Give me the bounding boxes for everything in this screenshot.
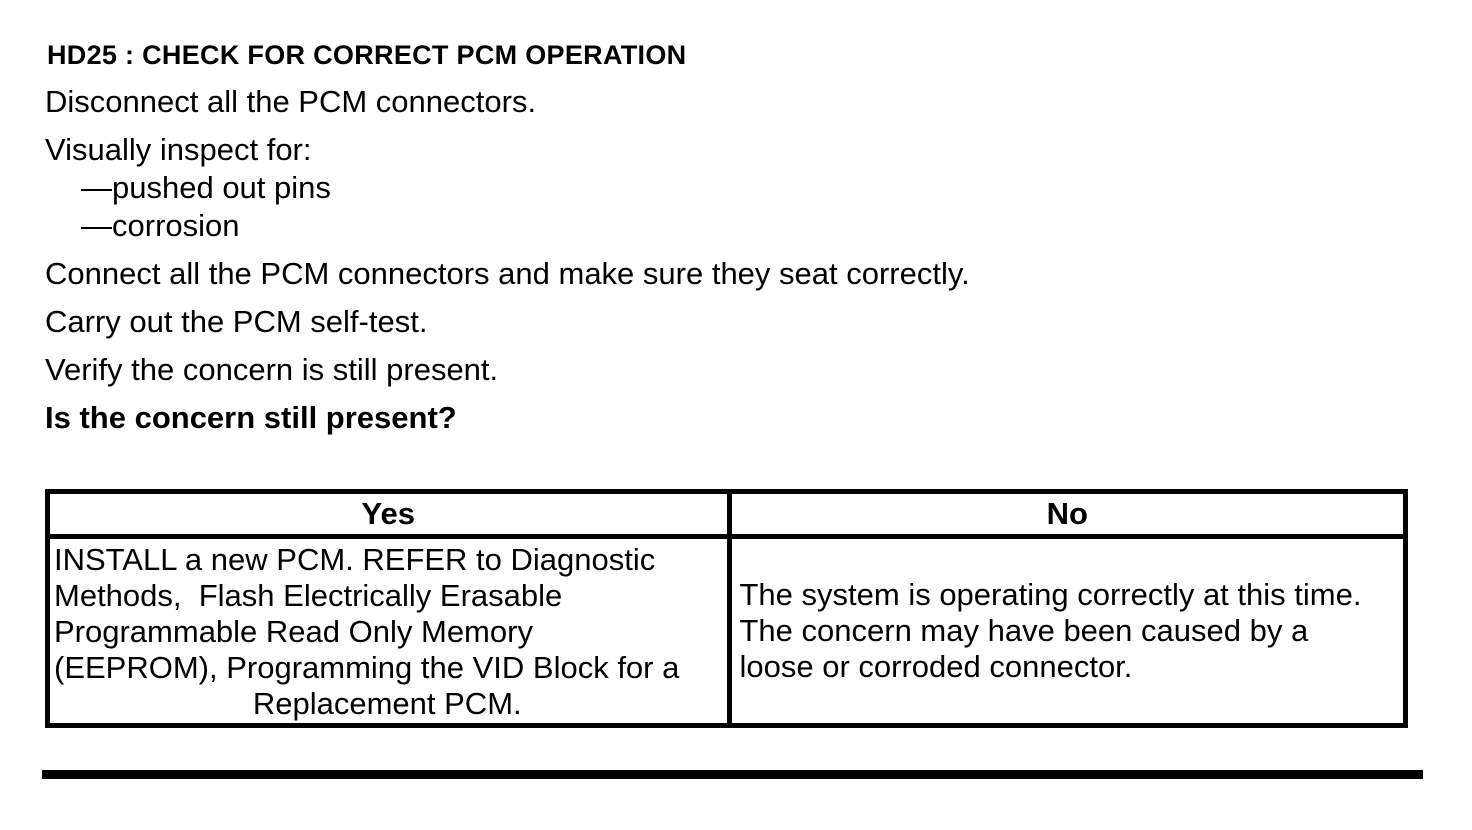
procedure-step-inspect: Visually inspect for: — [45, 132, 312, 167]
no-result-line: The system is operating correctly at thi… — [739, 577, 1362, 612]
results-table: Yes No INSTALL a new PCM. REFER to Diagn… — [45, 489, 1408, 728]
divider-rule — [42, 770, 1423, 779]
inspection-item-corrosion: —corrosion — [81, 208, 240, 243]
page-title: HD25 : CHECK FOR CORRECT PCM OPERATION — [47, 40, 687, 70]
procedure-step-verify: Verify the concern is still present. — [45, 352, 499, 387]
yes-header-cell: Yes — [361, 496, 415, 531]
question-text: Is the concern still present? — [45, 400, 457, 435]
yes-result-line: INSTALL a new PCM. REFER to Diagnostic — [54, 542, 656, 577]
yes-result-line: Methods, Flash Electrically Erasable — [54, 578, 563, 613]
yes-result-line: (EEPROM), Programming the VID Block for … — [54, 650, 680, 685]
results-table-header-row: Yes No — [50, 494, 1403, 539]
procedure-step-connect: Connect all the PCM connectors and make … — [45, 256, 970, 291]
procedure-step-self-test: Carry out the PCM self-test. — [45, 304, 428, 339]
yes-result-line: Programmable Read Only Memory — [54, 614, 533, 649]
procedure-step-disconnect: Disconnect all the PCM connectors. — [45, 84, 537, 119]
no-header-cell: No — [726, 494, 1404, 534]
document-content: HD25 : CHECK FOR CORRECT PCM OPERATION D… — [45, 40, 1408, 728]
no-result-line: The concern may have been caused by a — [739, 613, 1309, 648]
inspection-item-pushed-pins: —pushed out pins — [81, 170, 331, 205]
yes-result-cell: INSTALL a new PCM. REFER to Diagnostic M… — [50, 539, 727, 723]
no-result-line: loose or corroded connector. — [739, 649, 1133, 684]
no-result-cell: The system is operating correctly at thi… — [726, 539, 1404, 723]
yes-result-line: Replacement PCM. — [252, 686, 522, 721]
results-table-body-row: INSTALL a new PCM. REFER to Diagnostic M… — [50, 539, 1403, 723]
